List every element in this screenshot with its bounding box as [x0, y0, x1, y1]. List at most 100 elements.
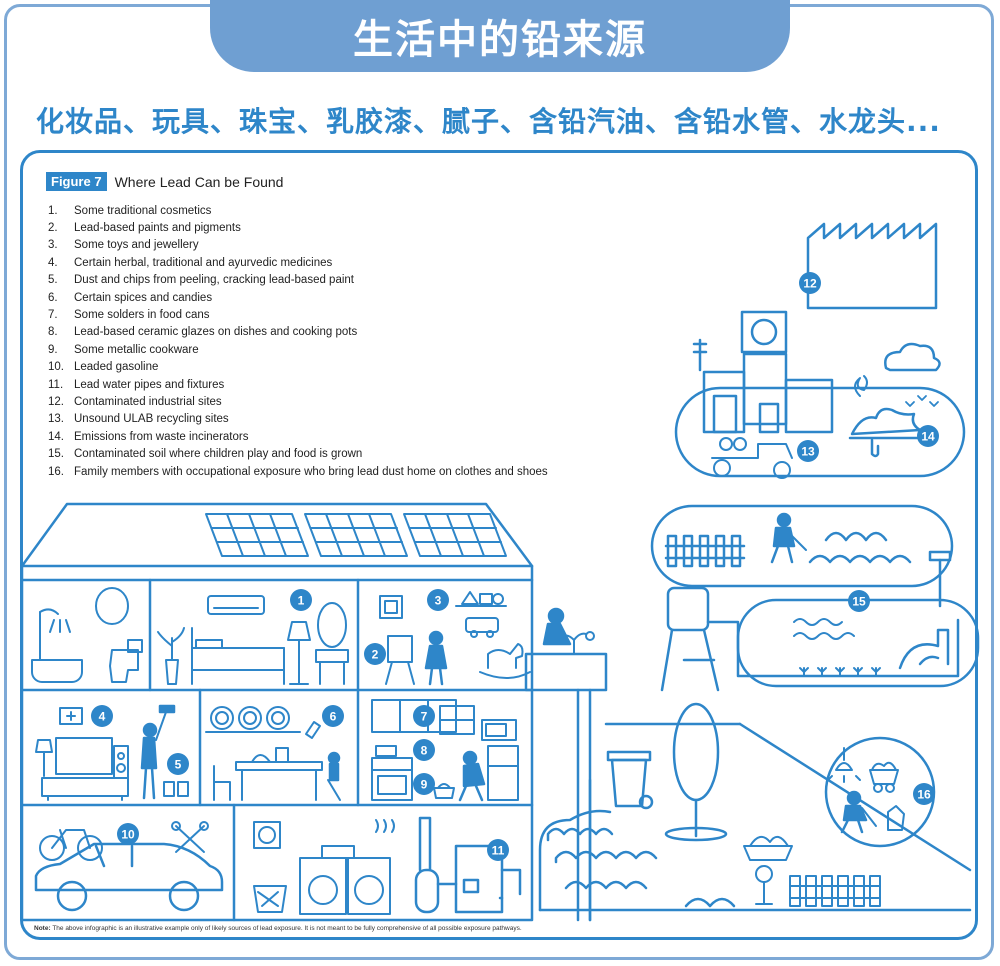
- source-list: 1.Some traditional cosmetics 2.Lead-base…: [48, 202, 548, 480]
- house-walls: [20, 578, 534, 922]
- industrial-area: [674, 222, 966, 479]
- svg-text:11: 11: [492, 844, 505, 858]
- marker-14: 14: [917, 425, 939, 447]
- svg-text:9: 9: [421, 778, 428, 792]
- crop-rows-icon: [808, 531, 912, 564]
- plant-vase-icon: [157, 627, 185, 685]
- marker-4: 4: [91, 705, 113, 727]
- picket-fence-icon: [789, 875, 881, 907]
- ore-bag-icon: [887, 805, 905, 831]
- miner-icon: [840, 790, 877, 834]
- bicycle-icon: [39, 829, 103, 861]
- water-heater-pipes-icon: [414, 816, 522, 914]
- list-item: 10.Leaded gasoline: [48, 361, 159, 374]
- floor-lamp-icon: [287, 621, 311, 685]
- marker-10: 10: [117, 823, 139, 845]
- marker-6: 6: [322, 705, 344, 727]
- marker-1: 1: [290, 589, 312, 611]
- list-item: 4.Certain herbal, traditional and ayurve…: [48, 256, 333, 269]
- svg-text:2: 2: [372, 648, 379, 662]
- list-item: 14.Emissions from waste incinerators: [48, 430, 249, 443]
- fence-icon: [664, 534, 746, 568]
- marker-3: 3: [427, 589, 449, 611]
- figure-heading: Figure 7 Where Lead Can be Found: [46, 172, 283, 191]
- farm-field-bubble: [650, 504, 954, 588]
- tools-icon: [171, 821, 209, 853]
- svg-text:3: 3: [435, 594, 442, 608]
- washing-machines-icon: [299, 819, 395, 915]
- bathtub-icon: [31, 608, 83, 683]
- child-painting-icon: [424, 630, 448, 686]
- footnote-text: The above infographic is an illustrative…: [52, 925, 522, 932]
- table-lamp-icon: [35, 739, 53, 777]
- house-roof: [20, 502, 534, 568]
- water-tower-icon: [660, 550, 960, 692]
- vanity-mirror-icon: [315, 602, 349, 685]
- pipe-outflow-icon: [898, 628, 950, 670]
- marker-13: 13: [797, 440, 819, 462]
- svg-text:14: 14: [921, 430, 935, 444]
- svg-text:16: 16: [917, 788, 931, 802]
- painter-icon: [140, 704, 176, 800]
- marker-9: 9: [413, 773, 435, 795]
- air-conditioner-icon: [207, 595, 265, 615]
- list-item: 2.Lead-based paints and pigments: [48, 222, 241, 235]
- yard: [538, 702, 972, 922]
- marker-11: 11: [487, 839, 509, 861]
- marker-15: 15: [848, 590, 870, 612]
- plates-shelf-icon: [205, 706, 301, 733]
- svg-text:15: 15: [852, 595, 866, 609]
- vegetable-basket-icon: [743, 835, 793, 861]
- person-gardening-icon: [542, 607, 572, 646]
- waves-icon: [793, 618, 855, 640]
- svg-text:12: 12: [803, 277, 817, 291]
- plant-pot-icon: [563, 631, 595, 655]
- picture-frame-icon: [379, 595, 403, 619]
- car-icon: [34, 842, 224, 912]
- ceiling-lamp-icon: [827, 747, 861, 783]
- tree-icon: [664, 702, 728, 842]
- microwave-icon: [481, 719, 517, 741]
- list-item: 12.Contaminated industrial sites: [48, 395, 222, 408]
- svg-text:1: 1: [298, 594, 305, 608]
- factory-icon: [806, 222, 938, 310]
- markers: 1 2 3 4 5 6 7 8 9 10 11 12 13 14 15 16: [91, 272, 939, 861]
- speaker-icon: [113, 745, 129, 779]
- recycling-bubble: [674, 386, 966, 478]
- mine-cart-icon: [869, 761, 899, 793]
- fridge-icon: [487, 745, 519, 801]
- svg-text:13: 13: [801, 445, 815, 459]
- svg-text:7: 7: [421, 710, 428, 724]
- figure-badge: Figure 7: [46, 172, 107, 191]
- occupational-exposure: [824, 736, 936, 848]
- figure-title: Where Lead Can be Found: [114, 173, 284, 190]
- cloud-icon: [884, 342, 941, 372]
- marker-2: 2: [364, 643, 386, 665]
- house: [20, 502, 534, 922]
- footnote-label: Note:: [34, 925, 51, 932]
- svg-text:8: 8: [421, 744, 428, 758]
- list-item: 7.Some solders in food cans: [48, 309, 210, 322]
- farm-water-area: [650, 504, 980, 692]
- farmer-icon: [770, 512, 807, 564]
- svg-text:6: 6: [330, 710, 337, 724]
- garden-lamp-icon: [755, 865, 773, 905]
- list-item: 13.Unsound ULAB recycling sites: [48, 413, 229, 426]
- marker-7: 7: [413, 705, 435, 727]
- garden-beds-icon: [546, 827, 736, 908]
- cart-icon: [711, 437, 793, 479]
- list-item: 5.Dust and chips from peeling, cracking …: [48, 274, 354, 287]
- list-item: 3.Some toys and jewellery: [48, 239, 199, 252]
- marker-16: 16: [913, 783, 935, 805]
- list-item: 8.Lead-based ceramic glazes on dishes an…: [48, 326, 358, 339]
- svg-text:10: 10: [121, 828, 135, 842]
- basket-icon: [433, 783, 455, 799]
- smoke-icon: [854, 375, 868, 397]
- svg-text:4: 4: [99, 710, 106, 724]
- list-item: 16.Family members with occupational expo…: [48, 465, 548, 478]
- birds-icon: [905, 395, 939, 407]
- list-item: 6.Certain spices and candies: [48, 291, 213, 304]
- list-item: 9.Some metallic cookware: [48, 343, 199, 356]
- person-cooking-icon: [458, 750, 486, 802]
